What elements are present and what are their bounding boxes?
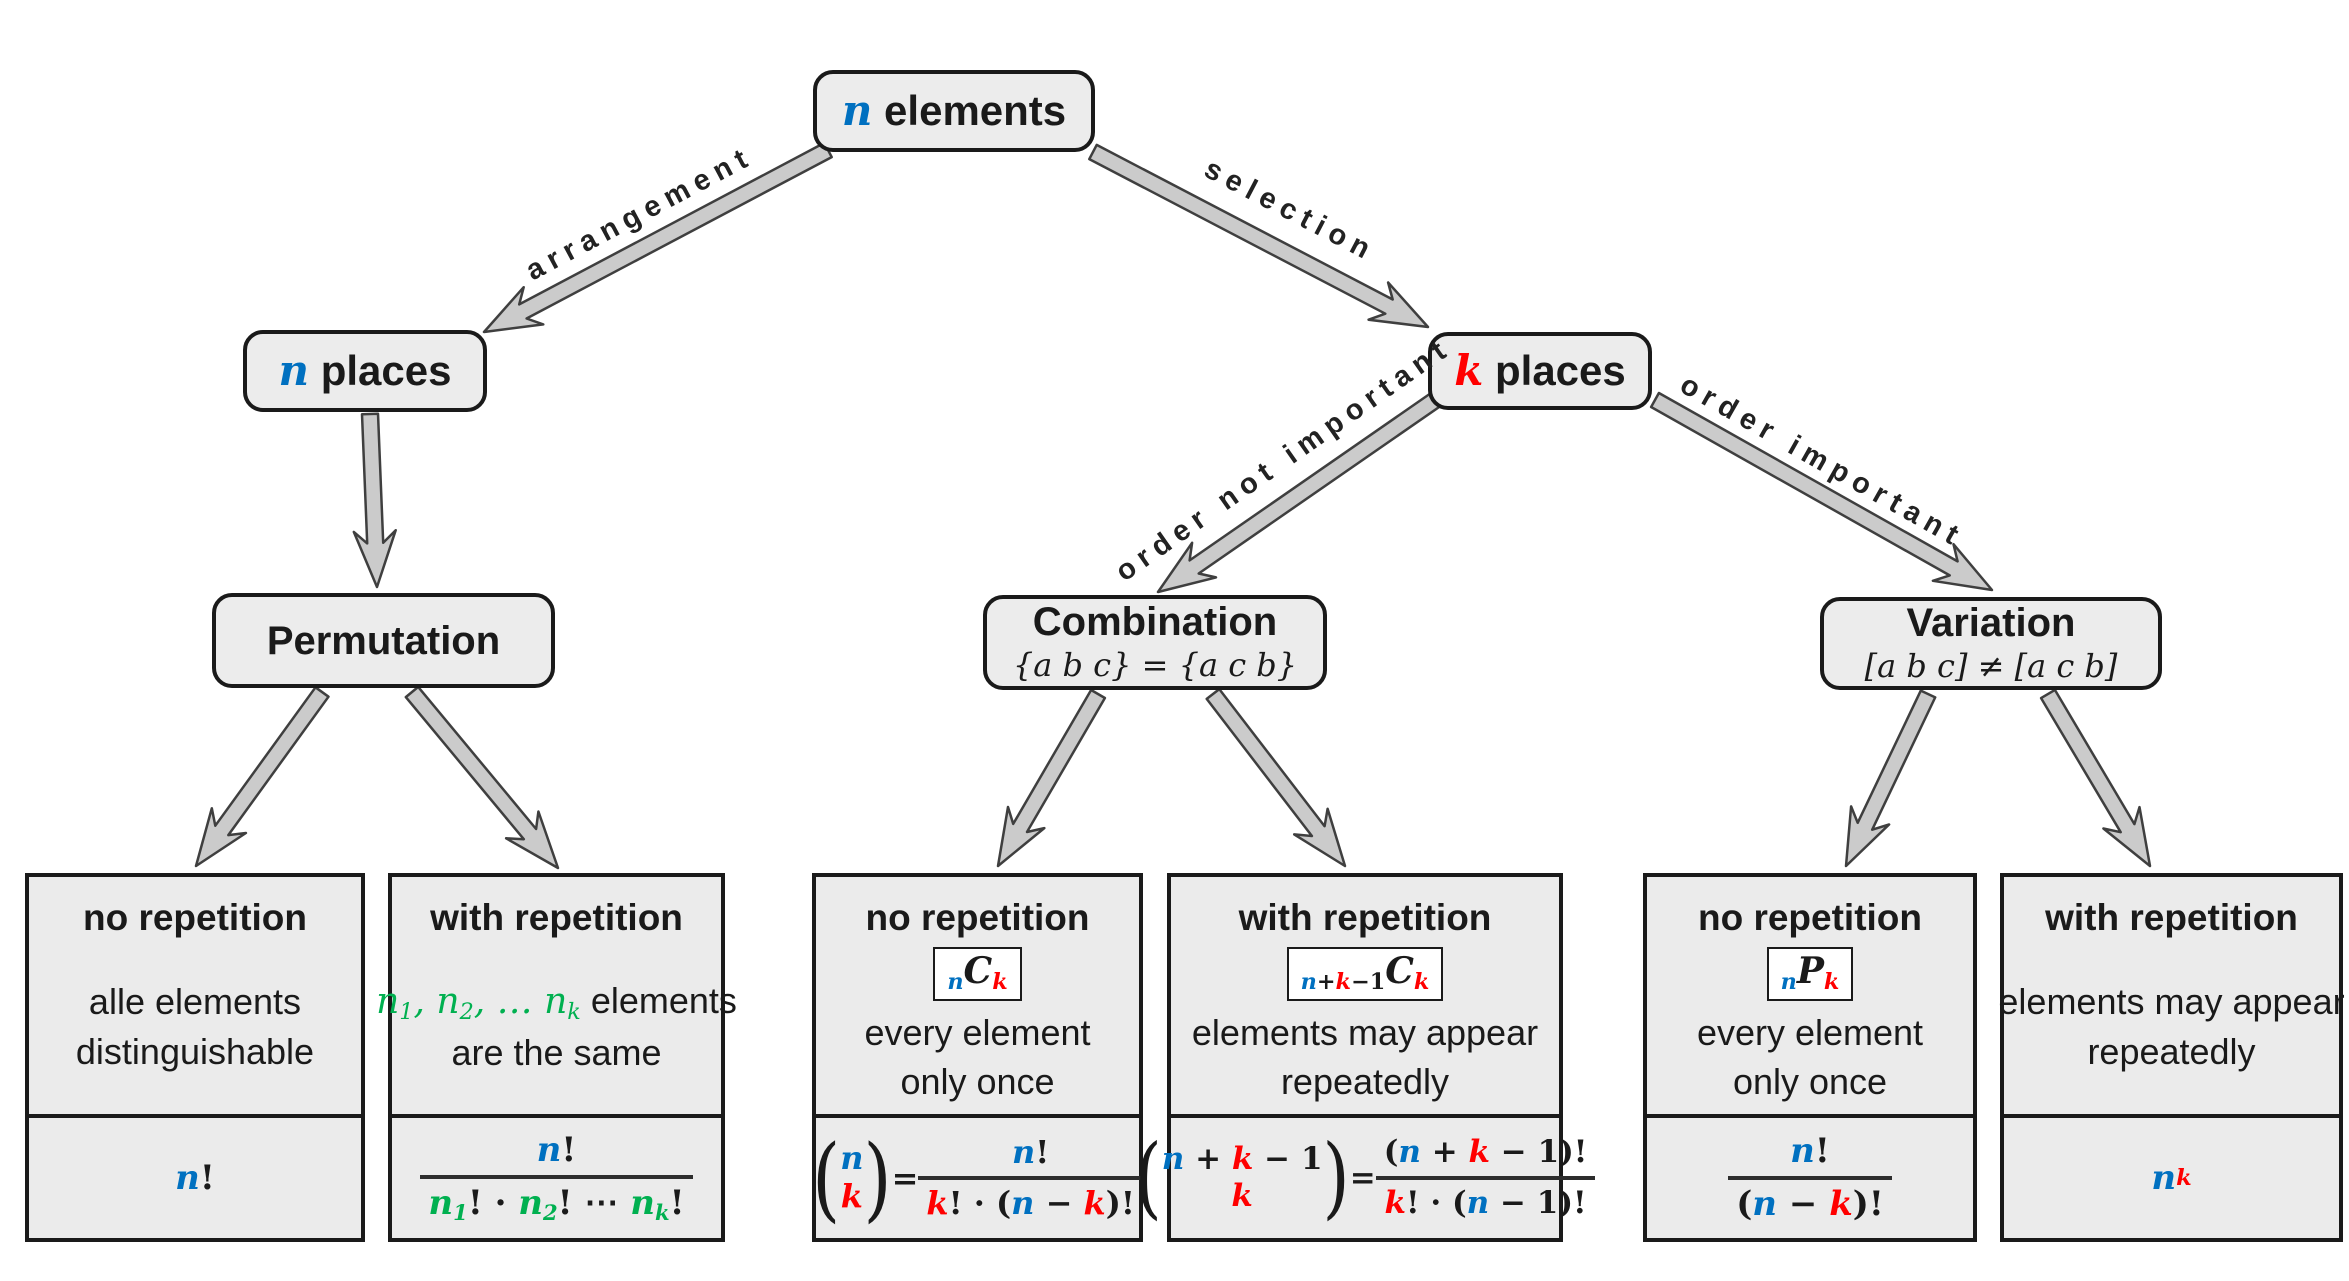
node-k-places-title: k places (1454, 345, 1626, 395)
arrow (1088, 143, 1430, 329)
card-body-line: repeatedly (2087, 1030, 2256, 1072)
arrow (482, 141, 833, 334)
card-body-line: n1, n2, … nk elements (376, 979, 737, 1025)
card-body-line: repeatedly (1280, 1061, 1450, 1103)
card-body-line: elements may appear (1191, 1011, 1539, 1053)
node-k-places: k places (1428, 332, 1652, 410)
card-header: with repetition (1238, 897, 1492, 938)
node-combination-subtitle: {a b c} = {a c b} (1012, 646, 1298, 684)
node-combination-title: Combination (1032, 600, 1278, 644)
arrow (2039, 688, 2152, 868)
badge-nCk: nCk (933, 947, 1022, 1001)
card-permutation-no-repetition: no repetition alle elements distinguisha… (25, 873, 365, 1242)
arrow (996, 688, 1107, 868)
node-combination: Combination {a b c} = {a c b} (983, 595, 1327, 690)
node-variation-title: Variation (1906, 601, 2076, 645)
card-body-line: every element (1696, 1011, 1924, 1053)
arrow (1649, 391, 1994, 592)
card-header: with repetition (430, 897, 683, 938)
card-body-line: are the same (451, 1031, 662, 1073)
node-n-elements: n elements (813, 70, 1095, 152)
arrow (352, 412, 397, 589)
badge-n-plus-k-minus-1-Ck: n+k−1Ck (1286, 947, 1444, 1001)
card-header: no repetition (865, 897, 1090, 938)
card-body-line: elements may appear (1998, 980, 2345, 1022)
formula-multiset-permutation: n!n1! · n2! ⋯ nk! (420, 1130, 693, 1225)
card-variation-with-repetition: with repetition elements may appear repe… (1998, 873, 2345, 1242)
card-header: with repetition (2045, 897, 2298, 938)
node-permutation: Permutation (212, 593, 555, 688)
node-variation-subtitle: [a b c] ≠ [a c b] (1864, 647, 2118, 685)
card-body-line: only once (1732, 1061, 1888, 1103)
card-body-line: distinguishable (75, 1030, 315, 1072)
card-header: no repetition (1697, 897, 1923, 938)
node-permutation-title: Permutation (266, 618, 501, 663)
arrow (1156, 390, 1444, 594)
arrow (404, 685, 560, 870)
badge-nPk: nPk (1766, 947, 1854, 1001)
arrow (194, 686, 330, 868)
card-permutation-with-repetition: with repetition n1, n2, … nk elements ar… (376, 873, 737, 1242)
arrow (1844, 689, 1937, 868)
card-combination-with-repetition: with repetition n+k−1Ck elements may app… (1135, 873, 1596, 1242)
node-n-places-title: n places (278, 345, 452, 395)
arrow (1205, 687, 1347, 868)
node-variation: Variation [a b c] ≠ [a c b] (1820, 597, 2162, 690)
card-variation-no-repetition: no repetition nPk every element only onc… (1643, 873, 1977, 1242)
card-combination-no-repetition: no repetition nCk every element only onc… (812, 873, 1143, 1242)
formula-partial-permutation: n!(n − k)! (1728, 1131, 1892, 1224)
card-body-line: alle elements (88, 980, 302, 1022)
node-n-elements-title: n elements (841, 85, 1067, 135)
card-body-line: only once (900, 1061, 1055, 1103)
formula-n-factorial: n! (175, 1158, 215, 1198)
card-header: no repetition (82, 897, 308, 938)
card-body-line: every element (864, 1011, 1091, 1053)
node-n-places: n places (243, 330, 487, 412)
